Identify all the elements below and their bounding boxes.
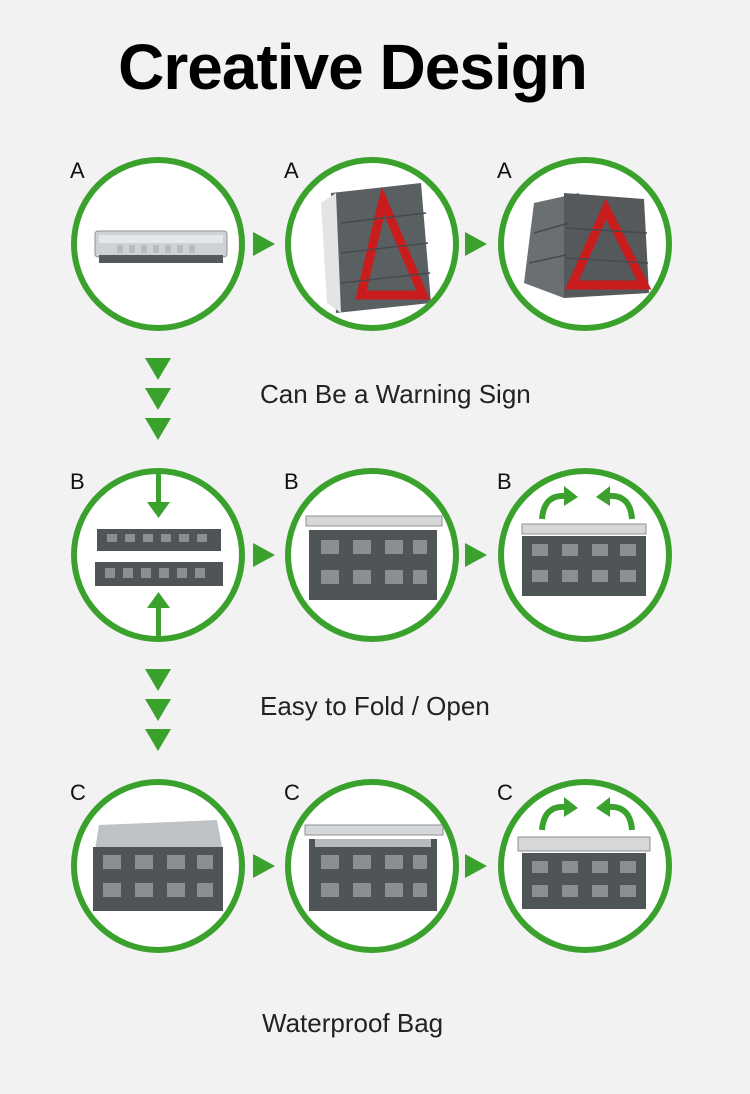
page-title: Creative Design — [118, 31, 588, 103]
photo-bag-crate-closed — [498, 779, 672, 953]
step-letter-a3: A — [497, 158, 512, 183]
photo-warning-sign-front — [498, 157, 672, 331]
caption-warning-sign: Can Be a Warning Sign — [260, 379, 531, 409]
arrow-right-icon — [465, 543, 487, 567]
arrow-right-icon — [465, 232, 487, 256]
arrow-right-icon — [465, 854, 487, 878]
photo-crate-with-bag — [71, 779, 245, 953]
step-letter-c3: C — [497, 780, 513, 805]
photo-unfolding-crate — [71, 468, 245, 642]
step-letter-a2: A — [284, 158, 299, 183]
arrow-right-icon — [253, 232, 275, 256]
photo-warning-sign-side — [285, 157, 459, 331]
arrow-down-icon — [145, 358, 171, 380]
caption-fold-open: Easy to Fold / Open — [260, 691, 490, 721]
step-letter-b1: B — [70, 469, 85, 494]
photo-folded-crate — [71, 157, 245, 331]
photo-bag-lid-open — [285, 779, 459, 953]
caption-waterproof-bag: Waterproof Bag — [262, 1008, 444, 1038]
arrow-right-icon — [253, 854, 275, 878]
arrow-down-icon — [145, 669, 171, 691]
arrow-right-icon — [253, 543, 275, 567]
step-letter-c2: C — [284, 780, 300, 805]
photo-closed-crate — [498, 468, 672, 642]
photo-open-crate-lid — [285, 468, 459, 642]
step-letter-a1: A — [70, 158, 85, 183]
arrow-down-icon — [145, 418, 171, 440]
step-letter-b3: B — [497, 469, 512, 494]
arrow-down-icon — [145, 729, 171, 751]
step-letter-b2: B — [284, 469, 299, 494]
step-letter-c1: C — [70, 780, 86, 805]
arrow-down-icon — [145, 388, 171, 410]
arrow-down-icon — [145, 699, 171, 721]
